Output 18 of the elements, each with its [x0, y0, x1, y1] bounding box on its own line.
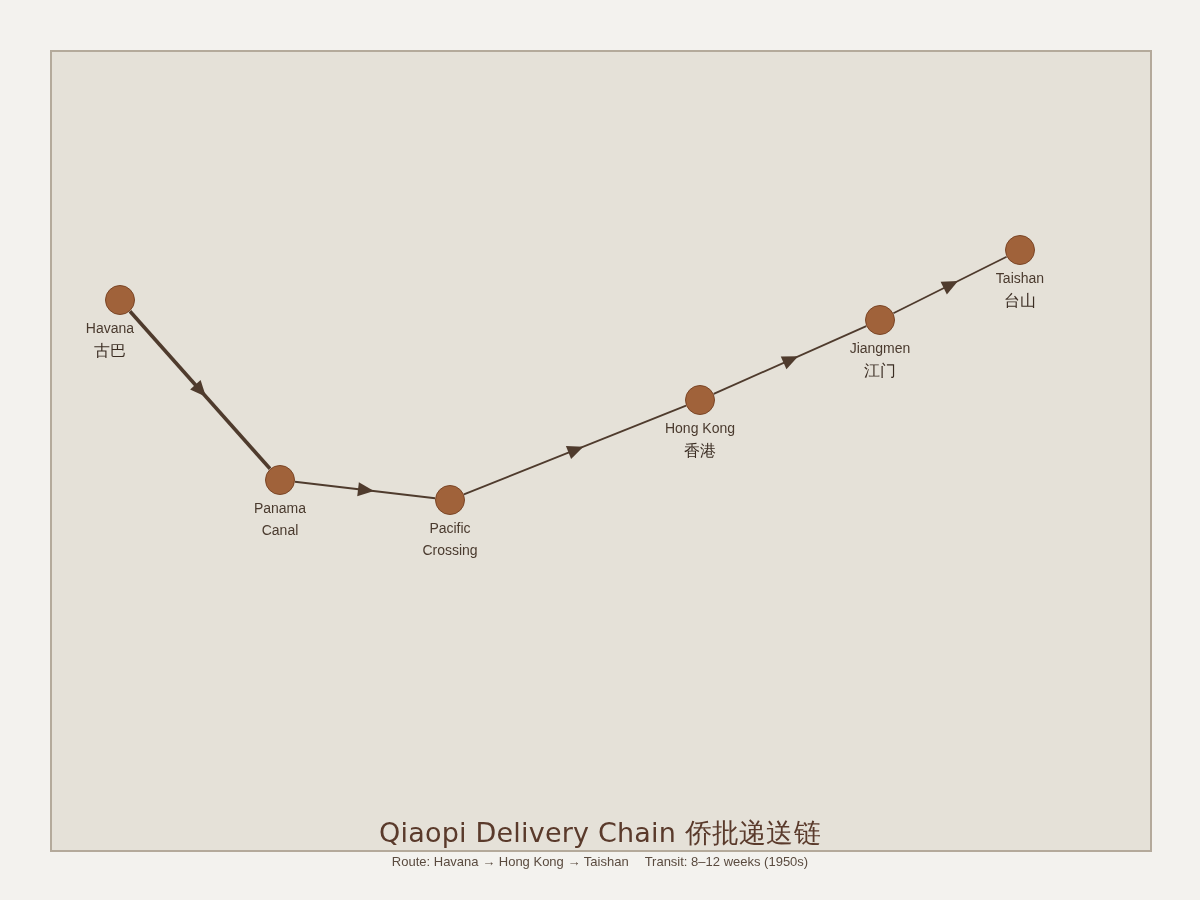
- chinese-place-name: 香港: [684, 440, 716, 462]
- chinese-place-name: 古巴: [94, 340, 126, 362]
- chinese-place-name: 江门: [864, 360, 896, 382]
- route-arrow: [294, 480, 436, 500]
- place-name: Panama Canal: [252, 499, 308, 540]
- route-arrow: [463, 404, 687, 496]
- route-arrow: [712, 325, 868, 395]
- caption-text: Route: Havana → Hong Kong → Taishan: [391, 853, 629, 871]
- chinese-place-name: 台山: [1004, 290, 1036, 312]
- place-name: Pacific Crossing: [421, 519, 479, 560]
- place-name: Jiangmen: [849, 339, 911, 358]
- place-name: Hong Kong: [664, 419, 736, 438]
- transit-note: Transit: 8–12 weeks (1950s): [644, 853, 809, 871]
- place-name: Taishan: [995, 269, 1045, 288]
- route-arrow: [892, 255, 1008, 315]
- diagram-title: Qiaopi Delivery Chain 侨批递送链: [379, 816, 821, 850]
- route-arrow: [128, 310, 272, 470]
- place-name: Havana: [85, 319, 135, 338]
